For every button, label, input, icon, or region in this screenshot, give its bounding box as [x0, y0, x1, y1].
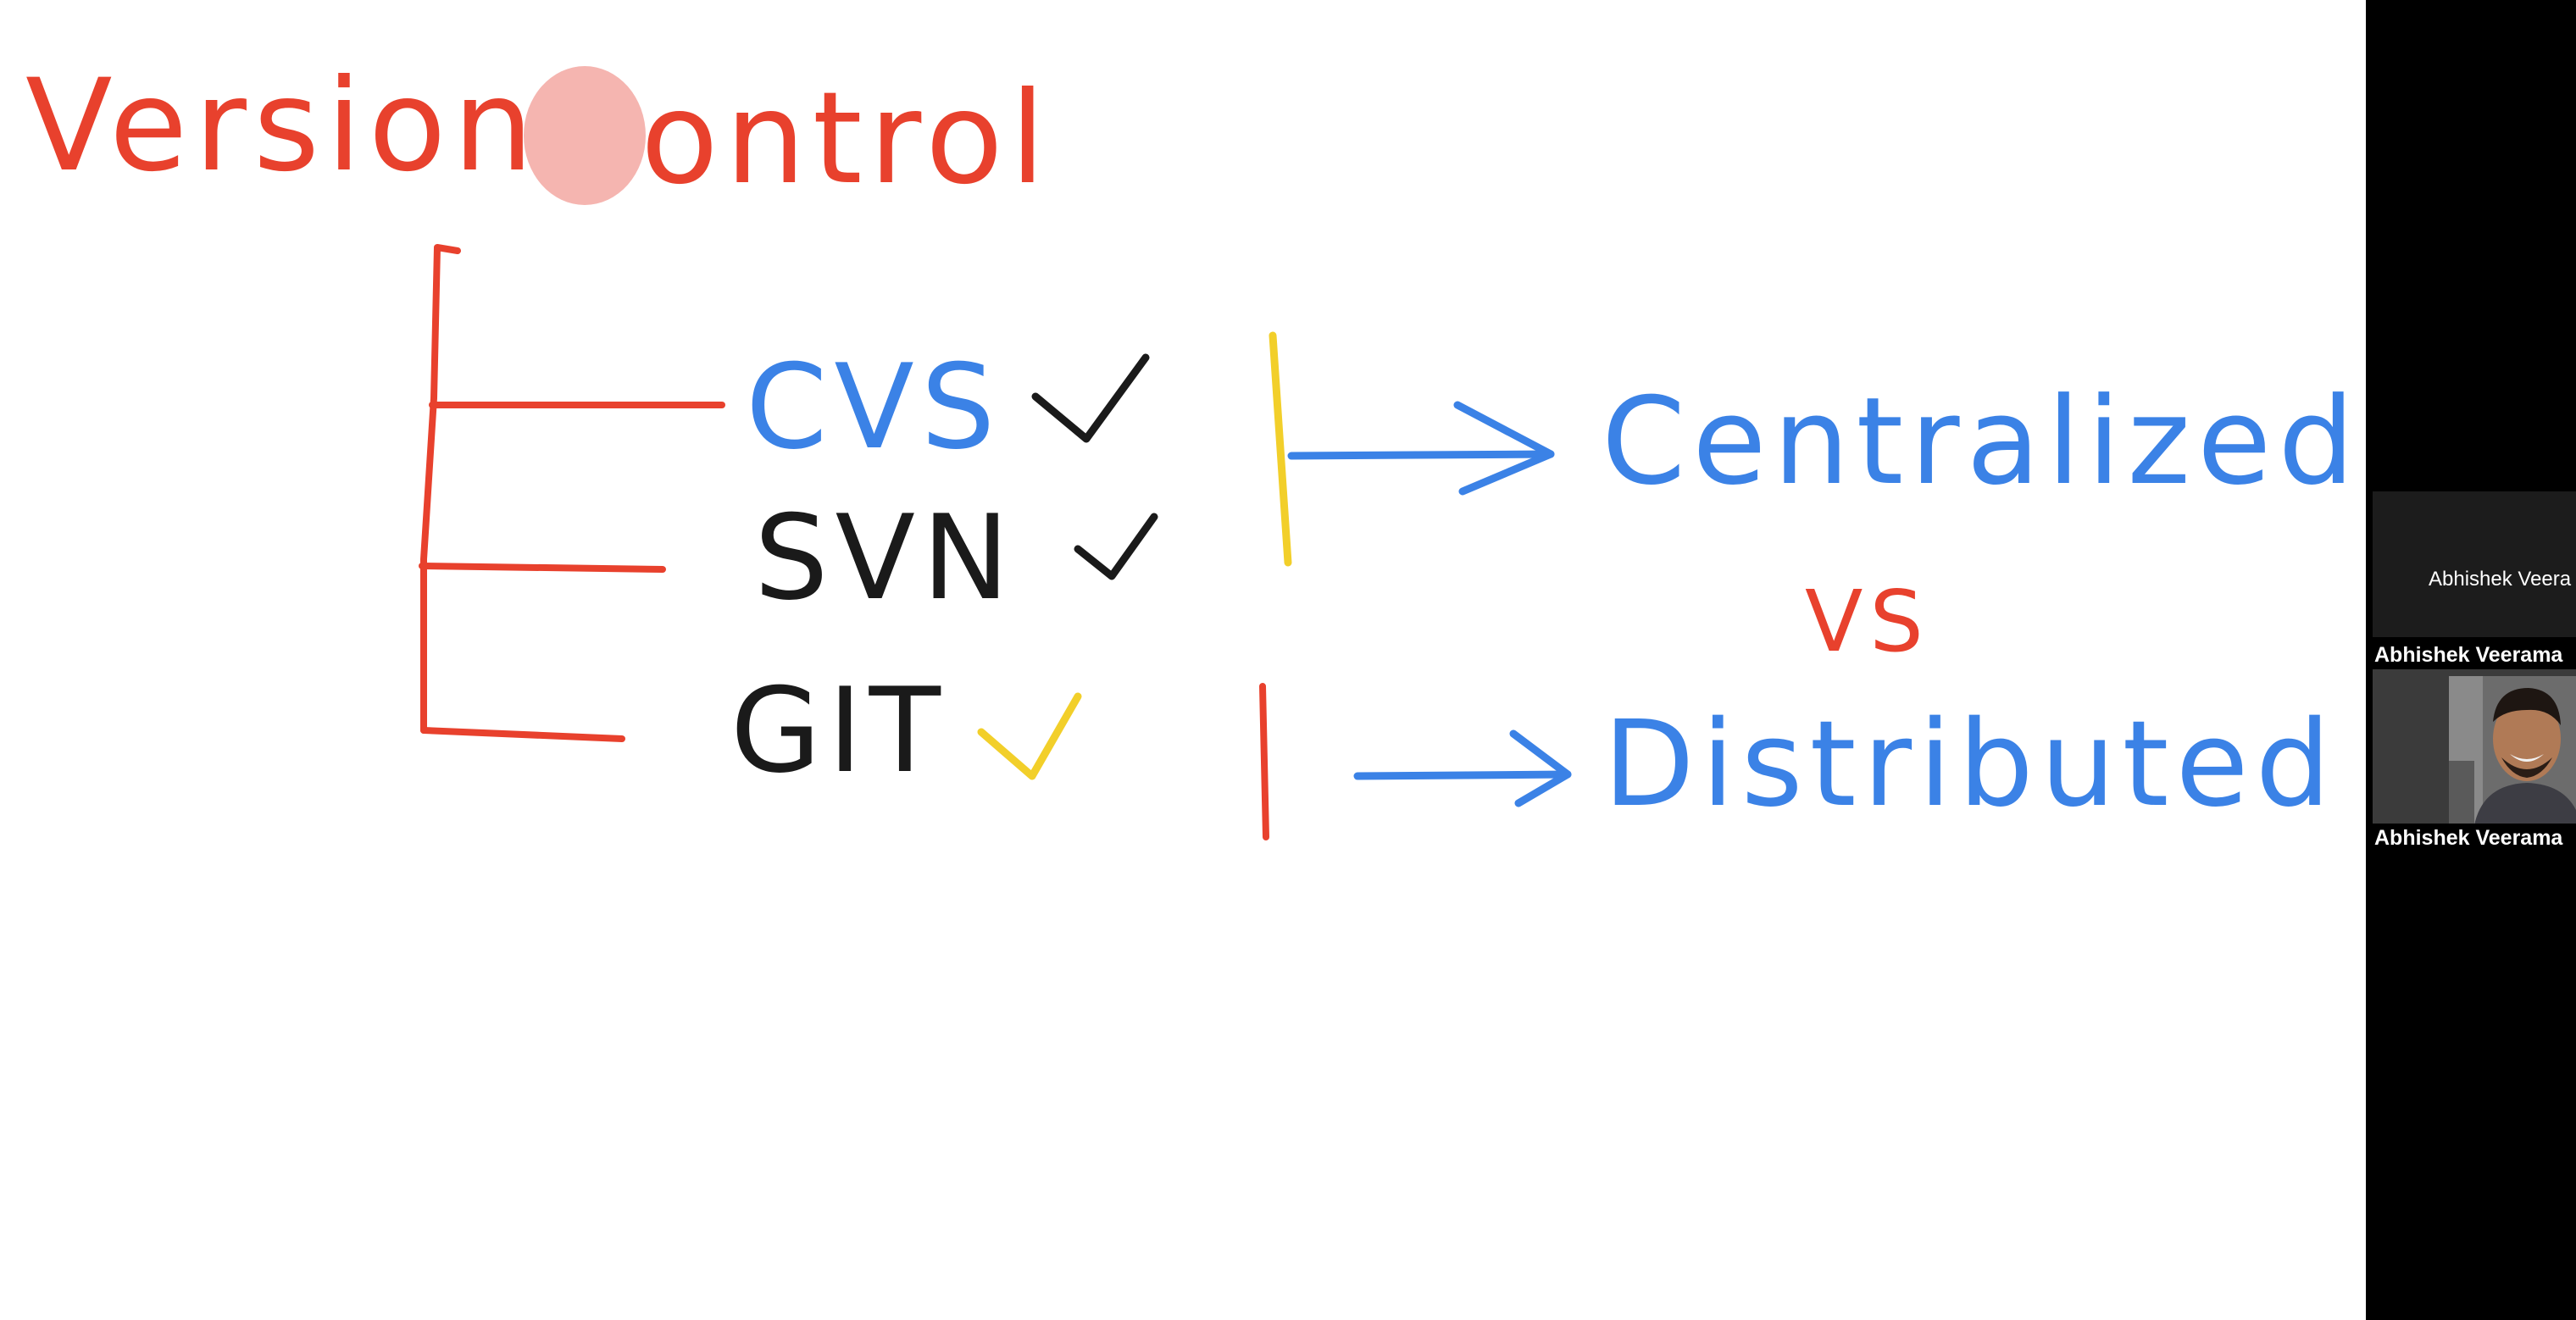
- distributed-label: Distributed: [1603, 696, 2337, 834]
- item-git-label: GIT: [730, 663, 947, 799]
- item-cvs-label: CVS: [746, 339, 1002, 475]
- yellow-bar: [1269, 331, 1292, 567]
- red-bar: [1259, 683, 1269, 840]
- highlighter-blob: [524, 66, 646, 205]
- participant-name-bar-video: Abhishek Veerama: [2366, 824, 2576, 852]
- checkmark-cvs-icon: [1031, 353, 1150, 443]
- centralized-label: Centralized: [1602, 372, 2362, 512]
- arrow-centralized-icon: [1287, 401, 1555, 496]
- participant-name-label: Abhishek Veera: [2429, 568, 2572, 591]
- vs-label: VS: [1805, 572, 1930, 671]
- tree-branch-git: [420, 727, 625, 742]
- tree-bracket: [419, 244, 725, 742]
- participant-video-avatar: [2449, 676, 2576, 825]
- participant-tile-video[interactable]: [2373, 666, 2576, 825]
- checkmark-git-icon: [977, 692, 1082, 780]
- checkmark-svn-icon: [1074, 513, 1158, 580]
- title-version-text: Version: [25, 53, 541, 200]
- whiteboard-drawing: Version ontrol CVS SVN GIT: [25, 53, 2362, 840]
- title-control-text: ontrol: [641, 65, 1052, 213]
- shared-whiteboard[interactable]: Version ontrol CVS SVN GIT: [0, 0, 2366, 1320]
- item-svn-label: SVN: [754, 490, 1016, 626]
- participant-name-bar-top: Abhishek Veerama: [2366, 641, 2576, 669]
- participant-tile-name-only[interactable]: Abhishek Veera: [2373, 491, 2576, 637]
- tree-trunk: [420, 244, 461, 734]
- tree-branch-svn: [419, 563, 666, 573]
- arrow-distributed-icon: [1353, 729, 1572, 807]
